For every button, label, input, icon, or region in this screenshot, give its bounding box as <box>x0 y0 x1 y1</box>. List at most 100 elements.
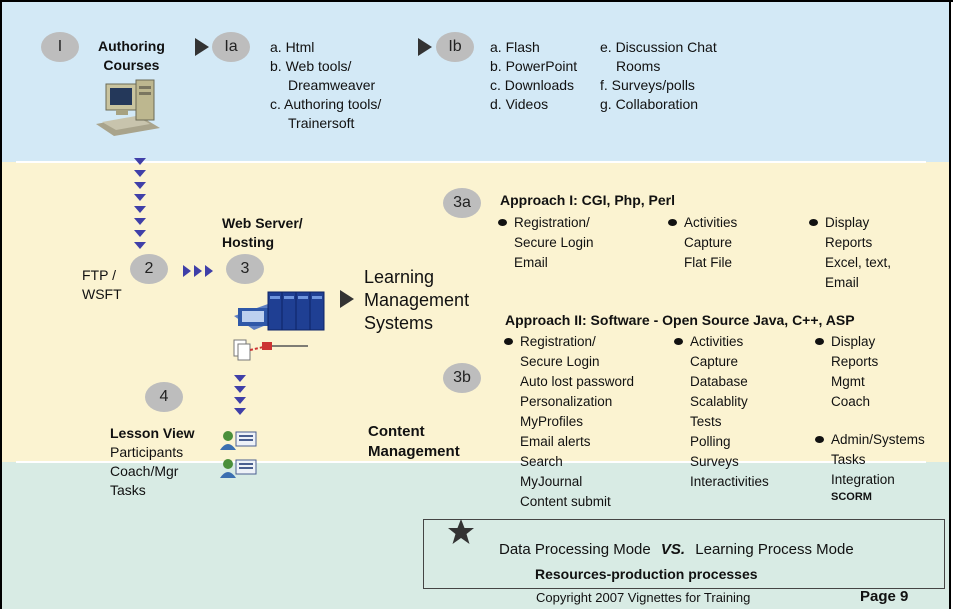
step-4-badge: 4 <box>145 382 183 412</box>
authoring-title-line: Courses <box>103 57 160 73</box>
list-item: e. Discussion Chat <box>600 39 717 55</box>
comparison-subtitle: Resources-production processes <box>535 566 758 582</box>
list-item: Scalablity <box>690 394 748 409</box>
approach-1-col2: Activities Capture Flat File <box>667 213 737 273</box>
list-item: f. Surveys/polls <box>600 77 695 93</box>
list-item: Surveys <box>690 454 739 469</box>
star-icon <box>448 519 474 544</box>
step-3b-badge: 3b <box>443 363 481 393</box>
ftp-line: WSFT <box>82 286 122 302</box>
web-server-line: Hosting <box>222 234 275 250</box>
list-item: Rooms <box>616 58 661 74</box>
list-item: b. Web tools/ <box>270 58 352 74</box>
step-3-badge: 3 <box>226 254 264 284</box>
list-item: Activities <box>674 332 769 352</box>
approach-2-col1: Registration/ Secure Login Auto lost pas… <box>503 332 635 512</box>
lms-line: Management <box>364 290 470 310</box>
step-2-badge: 2 <box>130 254 168 284</box>
list-item: Reports <box>831 354 879 369</box>
list-item: d. Videos <box>490 96 549 112</box>
list-item: Display <box>808 213 891 233</box>
approach-2-col4: Admin/Systems Tasks Integration SCORM <box>815 430 925 505</box>
approach-2-col2: Activities Capture Database Scalablity T… <box>674 332 769 492</box>
list-item: Coach <box>831 394 871 409</box>
list-item: Polling <box>690 434 731 449</box>
content-mgmt-line: Management <box>368 443 460 460</box>
band-separator <box>16 461 926 463</box>
list-item: Email <box>514 255 548 270</box>
web-server-title: Web Server/ Hosting <box>222 214 303 252</box>
list-item: Database <box>690 374 748 389</box>
vs-label: VS. <box>660 541 686 558</box>
list-item: Tests <box>690 414 722 429</box>
approach-2-col3: Display Reports Mgmt Coach <box>814 332 879 412</box>
content-management-label: Content Management <box>368 422 460 462</box>
list-item: Email alerts <box>520 434 591 449</box>
step-1b-badge: Ib <box>436 32 474 62</box>
list-item: Reports <box>825 235 873 250</box>
content-mgmt-line: Content <box>368 423 425 440</box>
media-list-col2: e. Discussion Chat Rooms f. Surveys/poll… <box>600 38 717 114</box>
list-item: Email <box>825 275 859 290</box>
ftp-line: FTP / <box>82 267 116 283</box>
list-item: Integration <box>831 472 895 487</box>
list-item: Interactivities <box>690 474 769 489</box>
list-item: Tasks <box>110 482 146 498</box>
web-server-line: Web Server/ <box>222 215 303 231</box>
list-item: a. Html <box>270 39 315 55</box>
list-item: Mgmt <box>831 374 865 389</box>
list-item: Secure Login <box>520 354 600 369</box>
comparison-box <box>423 519 945 589</box>
data-processing-mode: Data Processing Mode <box>499 541 651 558</box>
list-item: Search <box>520 454 563 469</box>
approach-2-title: Approach II: Software - Open Source Java… <box>505 312 855 328</box>
list-item: Display <box>814 332 878 352</box>
step-1-badge: I <box>41 32 79 62</box>
arrow-right-icon <box>195 38 209 56</box>
list-item: Tasks <box>831 452 866 467</box>
ftp-label: FTP / WSFT <box>82 266 122 304</box>
list-item: c. Downloads <box>490 77 575 93</box>
authoring-band <box>2 2 951 162</box>
lms-label: Learning Management Systems <box>364 266 469 335</box>
list-item: Registration/ <box>498 213 594 233</box>
server-rack-icon <box>233 291 325 361</box>
list-item: Content submit <box>520 494 611 509</box>
list-item: MyProfiles <box>520 414 584 429</box>
authoring-courses-title: Authoring Courses <box>98 37 165 75</box>
list-item: Trainersoft <box>288 115 355 131</box>
list-item: Excel, text, <box>825 255 892 270</box>
authoring-tools-list: a. Html b. Web tools/ Dreamweaver c. Aut… <box>270 38 381 133</box>
list-item: Auto lost password <box>520 374 635 389</box>
copyright-text: Copyright 2007 Vignettes for Training <box>536 590 751 605</box>
learning-process-mode: Learning Process Mode <box>695 541 854 558</box>
list-item: Personalization <box>520 394 613 409</box>
list-item: Activities <box>667 213 737 233</box>
lesson-view-block: Lesson View Participants Coach/Mgr Tasks <box>110 424 195 500</box>
users-icon <box>220 431 257 478</box>
list-item: MyJournal <box>520 474 583 489</box>
list-item: Participants <box>110 444 184 460</box>
authoring-title-line: Authoring <box>98 38 165 54</box>
list-item: SCORM <box>831 491 872 503</box>
page-number: Page 9 <box>860 588 909 605</box>
arrow-right-icon <box>340 290 354 308</box>
list-item: g. Collaboration <box>600 96 699 112</box>
step-3a-badge: 3a <box>443 188 481 218</box>
approach-1-title: Approach I: CGI, Php, Perl <box>500 192 676 208</box>
list-item: Coach/Mgr <box>110 463 179 479</box>
list-item: Capture <box>684 235 733 250</box>
list-item: Capture <box>690 354 739 369</box>
lesson-view-title: Lesson View <box>110 425 195 441</box>
computer-icon <box>96 79 160 136</box>
media-list-col1: a. Flash b. PowerPoint c. Downloads d. V… <box>490 38 577 114</box>
list-item: b. PowerPoint <box>490 58 578 74</box>
band-separator <box>16 161 926 163</box>
list-item: Flat File <box>684 255 733 270</box>
list-item: Dreamweaver <box>288 77 376 93</box>
list-item: Secure Login <box>514 235 594 250</box>
list-item: a. Flash <box>490 39 540 55</box>
arrow-right-icon <box>418 38 432 56</box>
top-border <box>0 0 953 2</box>
